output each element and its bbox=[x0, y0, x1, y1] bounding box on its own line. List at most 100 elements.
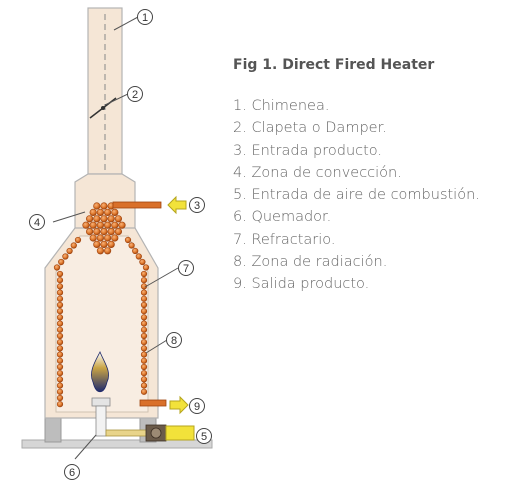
callout-8: 8 bbox=[166, 332, 182, 348]
tube bbox=[114, 228, 122, 236]
callout-number: 9 bbox=[194, 401, 200, 413]
legend-item: 5. Entrada de aire de combustión. bbox=[233, 187, 480, 204]
tube bbox=[140, 382, 148, 389]
tube bbox=[140, 388, 148, 395]
tube bbox=[124, 236, 132, 244]
tube bbox=[100, 202, 108, 210]
callout-number: 3 bbox=[194, 200, 200, 212]
tube bbox=[103, 208, 112, 216]
tube bbox=[107, 215, 115, 223]
tube bbox=[140, 320, 148, 327]
tube bbox=[56, 301, 64, 309]
tube bbox=[103, 247, 112, 255]
tube bbox=[140, 308, 148, 315]
tube bbox=[132, 247, 139, 255]
legend-item: 4. Zona de convección. bbox=[233, 164, 402, 181]
tube bbox=[89, 221, 97, 229]
tube bbox=[66, 247, 73, 255]
tube bbox=[56, 295, 64, 302]
tube bbox=[140, 363, 148, 371]
tube bbox=[56, 394, 64, 402]
tube bbox=[140, 370, 148, 377]
tube bbox=[56, 277, 64, 284]
tube bbox=[56, 363, 64, 371]
convection-coil bbox=[82, 202, 126, 255]
callout-7: 7 bbox=[178, 260, 194, 276]
tube bbox=[103, 234, 112, 242]
tube bbox=[100, 215, 108, 223]
tube bbox=[56, 308, 64, 315]
tube bbox=[56, 289, 64, 296]
product-inlet-pipe bbox=[112, 201, 162, 209]
legend-list: 1. Chimenea. 2. Clapeta o Damper. 3. Ent… bbox=[233, 95, 480, 296]
tube bbox=[93, 240, 101, 248]
tube bbox=[114, 215, 122, 223]
tube bbox=[58, 258, 65, 266]
tube bbox=[96, 234, 104, 242]
callout-4: 4 bbox=[29, 214, 45, 230]
tube bbox=[56, 283, 64, 290]
tube bbox=[103, 221, 112, 229]
tube bbox=[135, 253, 142, 260]
tube bbox=[82, 221, 90, 229]
tube bbox=[56, 388, 64, 395]
tube bbox=[140, 289, 148, 296]
tube bbox=[96, 247, 104, 255]
outlet-arrow bbox=[169, 395, 189, 415]
tube bbox=[85, 228, 94, 236]
tube bbox=[118, 221, 126, 229]
tube bbox=[53, 264, 61, 271]
tube bbox=[93, 228, 101, 236]
product-outlet-pipe bbox=[139, 399, 167, 407]
tube bbox=[56, 357, 64, 364]
tube bbox=[140, 345, 148, 352]
callout-3: 3 bbox=[189, 197, 205, 213]
tube bbox=[140, 326, 148, 333]
tube bbox=[96, 208, 104, 216]
tube bbox=[128, 242, 135, 249]
tube bbox=[140, 339, 148, 346]
callout-number: 4 bbox=[34, 217, 40, 229]
callout-number: 6 bbox=[69, 467, 75, 479]
tube bbox=[140, 314, 148, 321]
radiation-coil bbox=[53, 236, 150, 408]
tube bbox=[140, 332, 148, 340]
tube bbox=[96, 221, 104, 229]
tube bbox=[56, 370, 64, 377]
callout-6: 6 bbox=[64, 464, 80, 480]
tube bbox=[56, 326, 64, 333]
tube bbox=[56, 376, 64, 383]
inlet-arrow bbox=[167, 195, 187, 215]
legend-item: 1. Chimenea. bbox=[233, 98, 330, 114]
tube bbox=[85, 215, 94, 223]
tube bbox=[56, 345, 64, 352]
tube bbox=[56, 339, 64, 346]
tube bbox=[56, 320, 64, 327]
legend-item: 7. Refractario. bbox=[233, 231, 336, 248]
tube bbox=[93, 215, 101, 223]
tube bbox=[140, 270, 148, 278]
tube bbox=[140, 277, 148, 284]
tube bbox=[139, 258, 146, 266]
tube bbox=[142, 264, 150, 271]
callout-number: 1 bbox=[142, 12, 148, 24]
legend-item: 6. Quemador. bbox=[233, 209, 332, 226]
callout-number: 8 bbox=[171, 335, 177, 347]
tube bbox=[140, 376, 148, 383]
tube bbox=[100, 240, 108, 248]
tube bbox=[89, 208, 97, 216]
tube bbox=[107, 240, 115, 248]
refractory-inner bbox=[55, 235, 149, 413]
legend-item: 3. Entrada producto. bbox=[233, 142, 383, 159]
callout-1: 1 bbox=[137, 9, 153, 25]
callout-number: 7 bbox=[183, 263, 189, 275]
callout-5: 5 bbox=[196, 428, 212, 444]
tube bbox=[56, 401, 64, 408]
legend-item: 8. Zona de radiación. bbox=[233, 254, 388, 271]
callout-number: 5 bbox=[201, 431, 207, 443]
tube bbox=[111, 221, 119, 229]
tube bbox=[93, 202, 101, 210]
tube bbox=[140, 295, 148, 302]
tube bbox=[56, 270, 64, 278]
